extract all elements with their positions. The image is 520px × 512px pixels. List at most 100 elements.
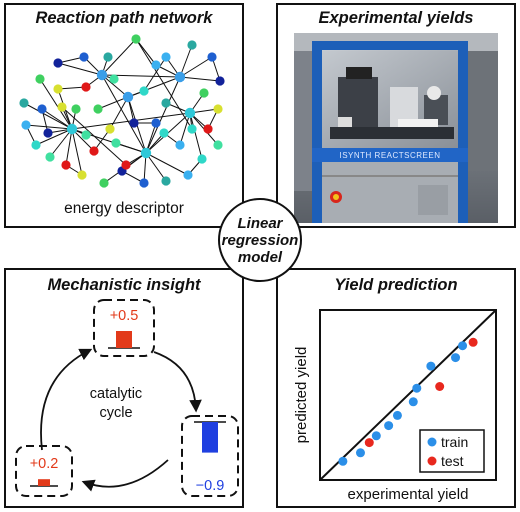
- cycle-label-line1: catalytic: [90, 386, 142, 402]
- train-point: [408, 397, 418, 407]
- network-node: [187, 124, 197, 134]
- network-edge: [57, 86, 87, 90]
- network-edge: [145, 122, 157, 154]
- step-value-1: +0.5: [110, 308, 139, 324]
- linear-regression-model-hub: Linear regression model: [218, 198, 302, 282]
- network-edge: [57, 62, 103, 76]
- network-node: [111, 138, 121, 148]
- train-point: [451, 353, 461, 363]
- network-node: [31, 140, 41, 150]
- prediction-title: Yield prediction: [334, 276, 458, 294]
- network-node: [81, 130, 91, 140]
- y-axis-label: predicted yield: [293, 347, 310, 444]
- experimental-panel: Experimental yields: [276, 3, 516, 228]
- legend-train-marker: [427, 437, 437, 447]
- network-edge: [49, 128, 73, 158]
- network-edge: [23, 102, 73, 130]
- reaction-network-graph: energy descriptor: [19, 34, 225, 217]
- network-edge: [25, 124, 73, 130]
- network-node: [183, 170, 193, 180]
- step-bar-3: [38, 479, 50, 486]
- network-node: [151, 118, 161, 128]
- network-node: [99, 178, 109, 188]
- network-edge: [101, 38, 137, 76]
- catalytic-cycle-diagram: catalytic cycle +0.5 −0.9 +0.2: [15, 299, 239, 497]
- network-panel: Reaction path network energy descriptor: [4, 3, 244, 228]
- network-edge: [179, 44, 193, 78]
- network-node: [213, 104, 223, 114]
- network-edge: [109, 96, 129, 130]
- network-node: [57, 102, 67, 112]
- step-value-3: +0.2: [30, 456, 59, 472]
- network-node: [105, 124, 115, 134]
- yield-scatter-chart: train test experimental yield predicted …: [293, 309, 497, 503]
- hub-line-2: regression: [221, 231, 299, 249]
- network-edge: [179, 112, 191, 146]
- network-node: [207, 52, 217, 62]
- network-title: Reaction path network: [35, 9, 213, 27]
- network-node: [77, 170, 87, 180]
- network-edge: [61, 106, 127, 166]
- network-node: [121, 160, 131, 170]
- network-node: [139, 86, 149, 96]
- network-node: [81, 82, 91, 92]
- hub-line-1: Linear: [237, 214, 283, 232]
- step-bar-1: [116, 331, 132, 348]
- network-node: [45, 152, 55, 162]
- network-hub-node: [122, 91, 134, 103]
- mechanistic-panel: Mechanistic insight catalytic cycle +0.5…: [4, 268, 244, 508]
- train-point: [412, 383, 422, 393]
- train-point: [338, 456, 348, 466]
- network-edge: [35, 128, 73, 146]
- network-node: [93, 104, 103, 114]
- network-node: [197, 154, 207, 164]
- network-node: [131, 34, 141, 44]
- network-node: [199, 88, 209, 98]
- cycle-label-line2: cycle: [99, 405, 132, 421]
- train-point: [392, 410, 402, 420]
- network-edge: [71, 128, 83, 176]
- network-edge: [179, 76, 221, 82]
- network-node: [161, 52, 171, 62]
- network-node: [213, 140, 223, 150]
- network-node: [21, 120, 31, 130]
- network-node: [89, 146, 99, 156]
- network-node: [79, 52, 89, 62]
- step-box-3: [15, 445, 73, 497]
- network-edge: [145, 152, 189, 176]
- network-node: [159, 128, 169, 138]
- network-node: [161, 176, 171, 186]
- network-hub-node: [96, 69, 108, 81]
- network-node: [35, 74, 45, 84]
- network-edge: [189, 112, 203, 160]
- instrument-photo: ISYNTH REACTSCREEN: [294, 33, 498, 223]
- parity-line: [319, 309, 497, 481]
- network-edge: [101, 74, 147, 154]
- network-node: [129, 118, 139, 128]
- network-edge: [145, 76, 181, 154]
- legend-test-marker: [427, 456, 437, 466]
- mechanistic-title: Mechanistic insight: [47, 276, 201, 294]
- network-node: [53, 58, 63, 68]
- network-node: [161, 98, 171, 108]
- test-point: [468, 337, 478, 347]
- legend-train-label: train: [441, 434, 468, 450]
- network-edge: [135, 38, 157, 66]
- train-point: [458, 341, 468, 351]
- legend: train test: [419, 429, 485, 473]
- cycle-arrow-bottom: [81, 459, 169, 492]
- network-node: [53, 84, 63, 94]
- network-edge: [145, 152, 167, 182]
- network-node: [61, 160, 71, 170]
- network-node: [215, 76, 225, 86]
- train-point: [371, 431, 381, 441]
- network-node: [43, 128, 53, 138]
- network-node: [151, 60, 161, 70]
- train-point: [384, 421, 394, 431]
- legend-test-label: test: [441, 453, 464, 469]
- train-point: [355, 448, 365, 458]
- step-box-1: [93, 299, 155, 357]
- network-node: [19, 98, 29, 108]
- network-hub-node: [184, 107, 196, 119]
- network-edge: [143, 56, 167, 92]
